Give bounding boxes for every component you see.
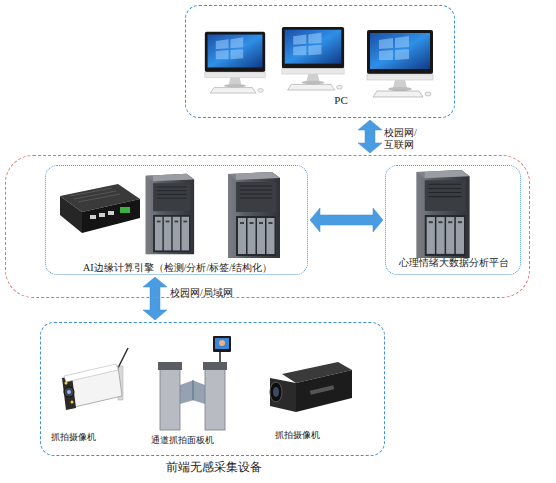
device-caption: 抓拍摄像机 bbox=[38, 432, 108, 443]
device-caption: 通道抓拍面板机 bbox=[140, 435, 224, 446]
pc-monitor bbox=[282, 27, 344, 90]
server-tower bbox=[416, 170, 469, 258]
network-arrow bbox=[143, 277, 167, 320]
network-arrow bbox=[358, 120, 382, 153]
edge-device bbox=[60, 184, 140, 233]
network-label: 校园网/局域网 bbox=[170, 287, 260, 299]
node-label: 前端无感采集设备 bbox=[41, 460, 386, 474]
server-zone-box: AI边缘计算引擎（检测/分析/标签/结构化） 心理情绪大数据分析平台 bbox=[5, 155, 530, 298]
server-tower bbox=[146, 174, 195, 254]
node-label: PC bbox=[321, 94, 361, 107]
pc-monitor bbox=[367, 30, 433, 97]
bullet-camera bbox=[62, 348, 128, 410]
node-label: 心理情绪大数据分析平台 bbox=[386, 257, 522, 269]
node-label: AI边缘计算引擎（检测/分析/标签/结构化） bbox=[46, 262, 309, 274]
pc-group-box: PC bbox=[185, 5, 455, 118]
pc-monitor bbox=[205, 32, 265, 93]
network-label: 校园网/ 互联网 bbox=[384, 127, 426, 151]
analysis-platform-box: 心理情绪大数据分析平台 bbox=[385, 165, 521, 275]
edge-engine-box: AI边缘计算引擎（检测/分析/标签/结构化） bbox=[45, 165, 308, 275]
device-caption: 抓拍摄像机 bbox=[262, 430, 332, 441]
server-tower bbox=[228, 172, 280, 258]
box-camera bbox=[270, 362, 352, 412]
turnstile-terminal bbox=[158, 336, 231, 430]
pc-monitors bbox=[205, 27, 433, 97]
network-arrow bbox=[310, 208, 383, 232]
